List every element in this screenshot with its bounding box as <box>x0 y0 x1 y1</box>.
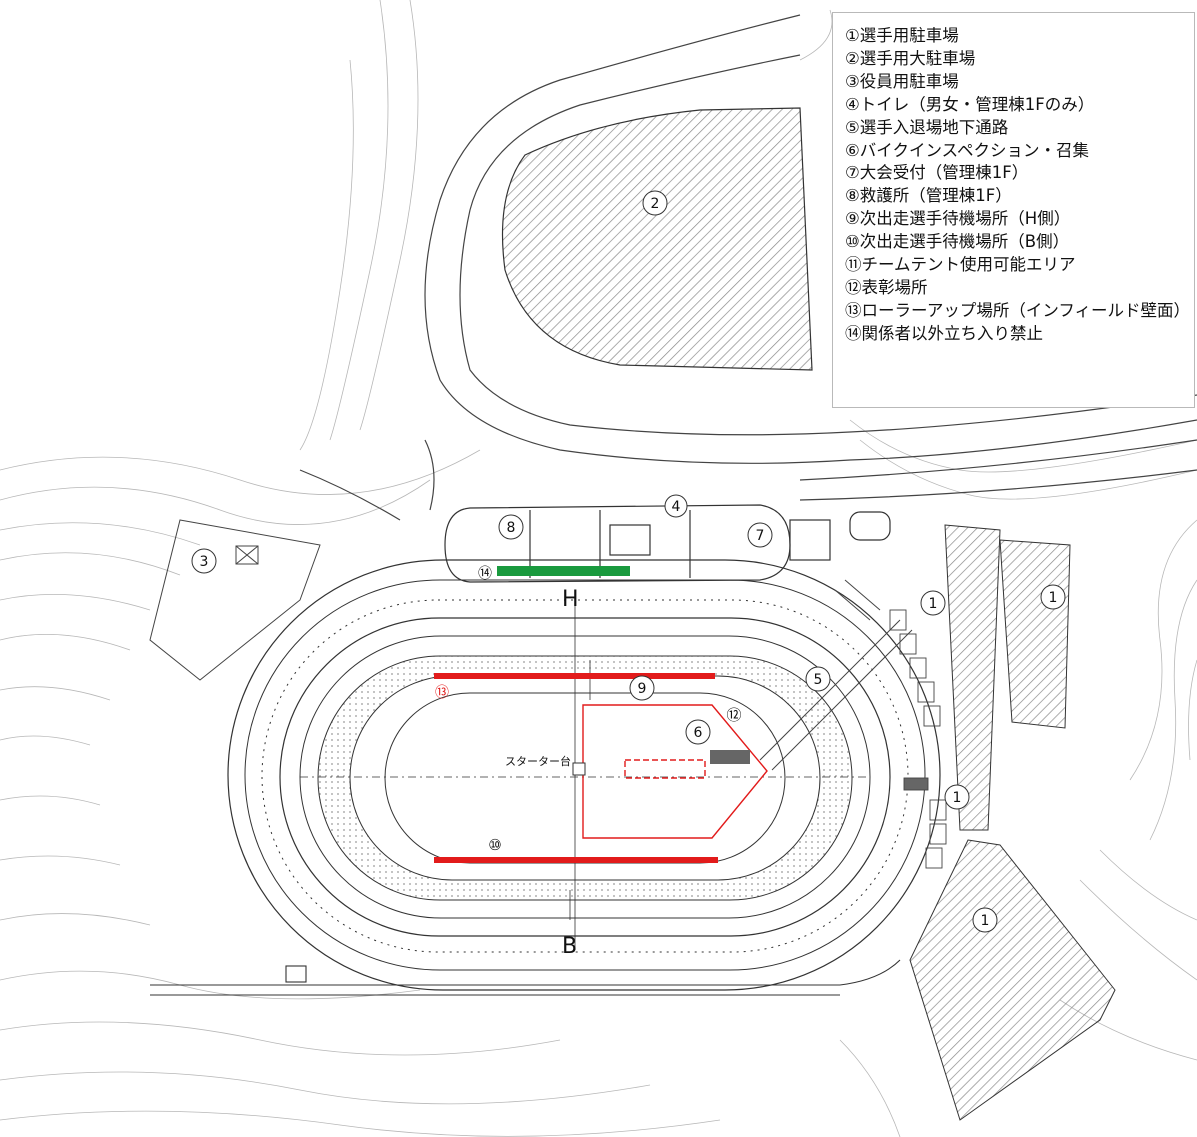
legend-item-10: ⑩次出走選手待機場所（B側） <box>845 232 1070 252</box>
marker-1b-circle <box>1040 584 1066 610</box>
no-entry-zone <box>497 566 630 576</box>
marker-2: 2 <box>651 196 660 212</box>
roller-up-zone-b <box>434 857 718 863</box>
legend-item-14: ⑭関係者以外立ち入り禁止 <box>845 323 1043 343</box>
marker-5-circle <box>805 666 831 692</box>
legend-item-5: ⑤選手入退場地下通路 <box>845 117 1009 137</box>
marker-12: ⑫ <box>726 706 741 724</box>
marker-9: 9 <box>638 681 647 697</box>
marker-1d: 1 <box>981 913 990 929</box>
parking-lot-2 <box>501 107 813 371</box>
marker-8-circle <box>498 514 524 540</box>
inspection-dashed-box <box>624 759 706 779</box>
legend-item-2: ②選手用大駐車場 <box>845 48 976 68</box>
marker-5: 5 <box>814 672 823 688</box>
marker-1d-circle <box>972 907 998 933</box>
parking-lot-3 <box>149 519 321 681</box>
legend: ①選手用駐車場 ②選手用大駐車場 ③役員用駐車場 ④トイレ（男女・管理棟1Fのみ… <box>832 12 1195 408</box>
marker-4-circle <box>664 494 688 518</box>
marker-14: ⑭ <box>478 566 492 582</box>
velodrome <box>227 559 941 991</box>
marker-3-circle <box>191 548 217 574</box>
marker-10: ⑩ <box>488 836 501 854</box>
marker-1a: 1 <box>929 596 938 612</box>
parking-strip-1 <box>944 524 1001 831</box>
legend-item-1: ①選手用駐車場 <box>845 26 959 45</box>
starter-platform <box>572 762 586 776</box>
marker-6: 6 <box>694 725 703 741</box>
parking-lot-1-upper <box>999 539 1071 729</box>
straight-b-label: B <box>562 934 577 959</box>
legend-item-9: ⑨次出走選手待機場所（H側） <box>845 209 1071 229</box>
marker-2-circle <box>642 190 668 216</box>
legend-item-4: ④トイレ（男女・管理棟1Fのみ） <box>845 94 1095 114</box>
marker-1b: 1 <box>1049 590 1058 606</box>
marker-4: 4 <box>672 499 681 515</box>
south-road <box>150 959 901 996</box>
legend-item-7: ⑦大会受付（管理棟1F） <box>845 163 1029 183</box>
markers: 2 3 4 7 8 1 1 1 1 5 6 9 ⑩ ⑫ ⑬ ⑭ <box>191 190 1066 933</box>
legend-item-8: ⑧救護所（管理棟1F） <box>845 186 1012 206</box>
inspection-ramp <box>710 750 750 764</box>
north-access-road <box>299 14 1197 521</box>
parking-lot-1-lower <box>909 839 1116 1121</box>
straight-h-label: H <box>562 587 579 612</box>
marker-13: ⑬ <box>435 685 449 701</box>
marker-1c: 1 <box>953 790 962 806</box>
underpass <box>759 579 913 771</box>
marker-1a-circle <box>920 590 946 616</box>
marker-7-circle <box>747 522 773 548</box>
marker-7: 7 <box>756 528 765 544</box>
roller-up-zone-h <box>434 673 715 679</box>
legend-item-11: ⑪チームテント使用可能エリア <box>845 255 1076 275</box>
east-stands <box>889 609 947 869</box>
legend-item-6: ⑥バイクインスペクション・召集 <box>845 140 1089 160</box>
marker-3: 3 <box>200 554 209 570</box>
marker-1c-circle <box>944 784 970 810</box>
legend-item-13: ⑬ローラーアップ場所（インフィールド壁面） <box>845 300 1191 320</box>
marker-6-circle <box>685 719 711 745</box>
legend-item-12: ⑫表彰場所 <box>845 277 928 297</box>
inspection-area <box>582 704 768 839</box>
management-building <box>444 504 891 583</box>
legend-item-3: ③役員用駐車場 <box>845 71 959 91</box>
starter-label: スターター台 <box>505 754 571 768</box>
marker-9-circle <box>629 675 655 701</box>
marker-8: 8 <box>507 520 516 536</box>
